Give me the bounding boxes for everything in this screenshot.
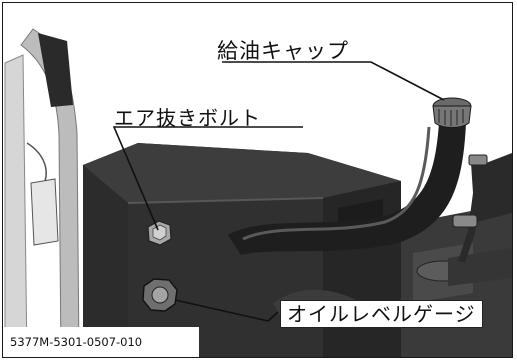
engine-bracket: [473, 153, 512, 223]
oil-tank-top: [83, 143, 401, 203]
filler-pipe-highlight: [242, 126, 431, 241]
figure-code: 5377M-5301-0507-010: [10, 335, 143, 349]
bleed-bolt-leader: [112, 126, 303, 231]
fuel-cap-body: [432, 105, 472, 128]
code-plate: [3, 327, 199, 357]
fuel-cap-grip: [438, 109, 464, 126]
diagram-frame: 給油キャップ エア抜きボルト オイルレベルゲージ 5377M-5301-0507…: [2, 2, 513, 358]
fuel-cap-label: 給油キャップ: [217, 39, 349, 63]
oil-gauge-leader: [174, 299, 279, 322]
breather-hose: [458, 163, 483, 263]
hose-fitting: [452, 214, 478, 228]
breather-clip: [468, 154, 488, 166]
frame-left-panel: [4, 54, 28, 357]
oil-gauge-window: [151, 286, 169, 304]
frame-grip-dark: [38, 33, 73, 107]
filler-pipe: [228, 123, 466, 255]
frame-tag: [30, 178, 59, 246]
fuel-cap-leader: [222, 61, 445, 101]
bleed-bolt-head: [152, 224, 167, 241]
frame-wire: [26, 142, 47, 182]
bleed-bolt-label: エア抜きボルト: [114, 106, 261, 130]
oil-level-gauge-label: オイルレベルゲージ: [280, 300, 483, 328]
tank-edge: [127, 197, 324, 204]
